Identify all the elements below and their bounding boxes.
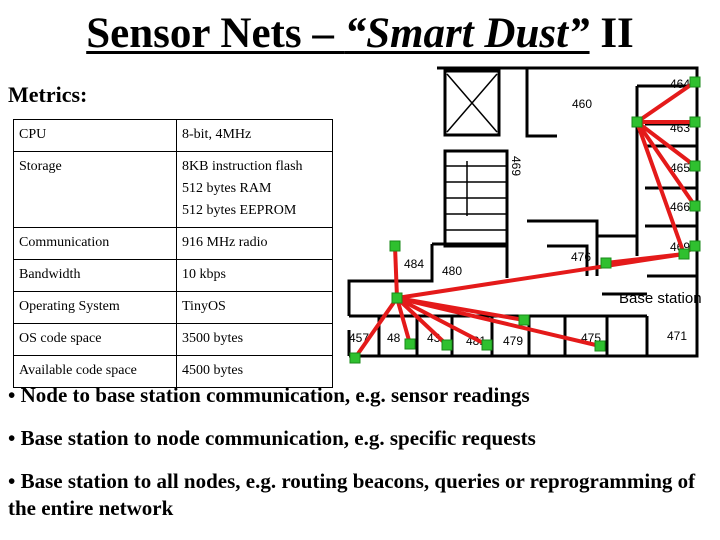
bullet-item: • Base station to all nodes, e.g. routin… — [8, 469, 696, 520]
sensor-node — [404, 338, 416, 350]
sensor-node — [689, 76, 701, 88]
link-line — [635, 120, 697, 168]
bullet-list: • Node to base station communication, e.… — [8, 382, 714, 538]
sensor-node — [518, 314, 530, 326]
metric-value: 10 kbps — [176, 259, 333, 292]
metric-value: 8KB instruction flash 512 bytes RAM 512 … — [176, 151, 333, 228]
metrics-table: CPU 8-bit, 4MHz Storage 8KB instruction … — [13, 119, 333, 388]
bullet-item: • Base station to node communication, e.… — [8, 426, 536, 450]
table-row: Operating System TinyOS — [13, 291, 333, 324]
metric-value: 3500 bytes — [176, 323, 333, 356]
sensor-node — [631, 116, 643, 128]
room-label: 484 — [404, 257, 424, 271]
bullet-item: • Node to base station communication, e.… — [8, 383, 530, 407]
metric-key: Storage — [13, 151, 177, 228]
link-line — [395, 296, 489, 347]
room-label: 48 — [387, 331, 401, 345]
room-label: 469 — [509, 156, 523, 176]
table-row: Storage 8KB instruction flash 512 bytes … — [13, 151, 333, 228]
room-label: 480 — [442, 264, 462, 278]
metric-key: Available code space — [13, 355, 177, 388]
table-row: OS code space 3500 bytes — [13, 323, 333, 356]
metric-key: OS code space — [13, 323, 177, 356]
link-line — [393, 244, 399, 300]
floorplan-figure: 464 463 465 460 469 466 469 476 484 480 … — [347, 66, 715, 368]
table-row: CPU 8-bit, 4MHz — [13, 119, 333, 152]
metrics-label: Metrics: — [8, 82, 88, 107]
link-line — [635, 120, 697, 208]
base-station-label: Base station — [619, 290, 702, 307]
sensor-node — [594, 340, 606, 352]
metric-key: Bandwidth — [13, 259, 177, 292]
sensor-node — [689, 200, 701, 212]
sensor-node — [689, 116, 701, 128]
link-line — [395, 296, 412, 346]
link-line — [635, 80, 697, 124]
link-line — [635, 120, 686, 256]
sensor-node — [689, 240, 701, 252]
title-suffix: II — [589, 10, 634, 57]
base-station-node — [391, 292, 403, 304]
metric-value: 4500 bytes — [176, 355, 333, 388]
table-row: Communication 916 MHz radio — [13, 227, 333, 260]
sensor-node — [441, 339, 453, 351]
room-label: 463 — [670, 121, 690, 135]
sensor-node — [689, 160, 701, 172]
table-row: Available code space 4500 bytes — [13, 355, 333, 388]
title-underlined: Sensor Nets – “Smart Dust” — [86, 10, 590, 57]
metric-key: Operating System — [13, 291, 177, 324]
room-label: 476 — [571, 250, 591, 264]
sensor-node — [389, 240, 401, 252]
room-label: 460 — [572, 97, 592, 111]
sensor-node — [678, 248, 690, 260]
link-line — [353, 296, 399, 360]
metric-value: TinyOS — [176, 291, 333, 324]
metric-value: 8-bit, 4MHz — [176, 119, 333, 152]
metric-key: Communication — [13, 227, 177, 260]
room-label: 465 — [670, 161, 690, 175]
sensor-node — [349, 352, 361, 364]
room-label: 479 — [503, 334, 523, 348]
metric-value: 916 MHz radio — [176, 227, 333, 260]
sensor-node — [600, 257, 612, 269]
room-label: 471 — [667, 329, 687, 343]
link-line — [395, 252, 686, 300]
table-row: Bandwidth 10 kbps — [13, 259, 333, 292]
metric-key: CPU — [13, 119, 177, 152]
room-label: 466 — [670, 200, 690, 214]
slide-title: Sensor Nets – “Smart Dust” II — [0, 4, 720, 64]
link-line — [395, 296, 449, 347]
sensor-node — [481, 339, 493, 351]
link-line — [395, 296, 602, 348]
